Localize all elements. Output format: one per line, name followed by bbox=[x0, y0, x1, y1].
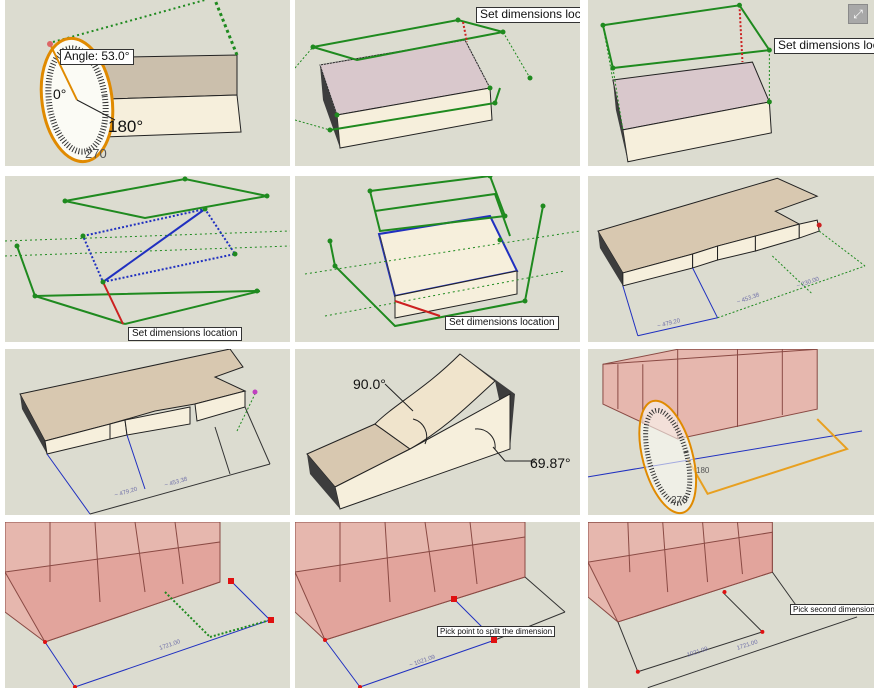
grid-rotate-scene bbox=[588, 349, 863, 515]
panel-rotate-angle: Angle: 53.0° 0° 180° 270 bbox=[5, 0, 290, 166]
notched-block-scene-2: ~ 479.20 ~ 453.38 bbox=[19, 349, 271, 515]
angle-label-180: 180 bbox=[696, 466, 710, 475]
angle-tooltip: Angle: 53.0° bbox=[60, 49, 134, 65]
angle-label-270: 270 bbox=[85, 146, 107, 161]
split-dimension-tooltip: Pick point to split the dimension bbox=[437, 626, 556, 638]
angle-label-69: 69.87° bbox=[530, 455, 571, 471]
rotate-scene bbox=[39, 0, 242, 164]
angle-label-90: 90.0° bbox=[353, 376, 386, 392]
pick-second-dimension-tooltip: Pick second dimension bbox=[790, 604, 874, 616]
dim-label-c: ~ 230.00 bbox=[796, 276, 821, 290]
set-dimensions-tooltip: Set dimensions location bbox=[445, 316, 559, 330]
dim-label-b: ~ 453.38 bbox=[736, 292, 761, 306]
panel-dimension-plane: Set dimensions location bbox=[5, 176, 290, 342]
panel-grid-dimension-1: 1721.00 bbox=[5, 522, 290, 688]
panel-dimension-cube: Set dimensions location bbox=[295, 176, 580, 342]
panel-notched-block-linear: ~ 479.20 ~ 453.38 ~ 230.00 bbox=[588, 176, 874, 342]
set-dimensions-tooltip: Set dimensions location bbox=[774, 38, 874, 54]
expand-icon[interactable]: ⤢ bbox=[848, 4, 868, 24]
set-dimensions-tooltip: Set dimensions location bbox=[128, 327, 242, 341]
grid-scene-1: 1721.00 bbox=[5, 522, 274, 688]
grid-scene-2: ~ 1021.09 bbox=[295, 522, 566, 688]
plane-scene bbox=[5, 176, 290, 325]
dim-label-b: 1721.00 bbox=[736, 639, 759, 652]
panel-dimension-box-top: Set dimensions location bbox=[295, 0, 580, 166]
panel-rotate-grid: 180 270 bbox=[588, 349, 874, 515]
panel-grid-dimension-3: 1021.09 1721.00 Pick second dimension bbox=[588, 522, 874, 688]
notched-block-scene-1: ~ 479.20 ~ 453.38 ~ 230.00 bbox=[597, 177, 866, 337]
box-scene-1 bbox=[295, 17, 533, 149]
grid-scene-3: 1021.09 1721.00 bbox=[588, 522, 858, 688]
panel-dimension-box-side: Set dimensions location ⤢ bbox=[588, 0, 874, 166]
wedge-scene bbox=[306, 353, 535, 510]
dim-label-a: ~ 479.20 bbox=[114, 486, 139, 498]
set-dimensions-tooltip: Set dimensions location bbox=[476, 7, 580, 23]
box-scene-2 bbox=[600, 2, 772, 163]
panel-notched-block-multi: ~ 479.20 ~ 453.38 bbox=[5, 349, 290, 515]
panel-grid-dimension-2: ~ 1021.09 Pick point to split the dimens… bbox=[295, 522, 580, 688]
angle-label-270: 270 bbox=[671, 495, 688, 506]
dim-label-a: ~ 479.20 bbox=[657, 318, 682, 330]
panel-angle-dimension: 90.0° 69.87° bbox=[295, 349, 580, 515]
cube-scene bbox=[304, 176, 580, 328]
angle-label-180: 180° bbox=[108, 117, 144, 136]
angle-label-0: 0° bbox=[53, 86, 67, 102]
dim-label-a: 1721.00 bbox=[159, 639, 182, 652]
dim-label-b: ~ 453.38 bbox=[164, 476, 189, 488]
dim-label-a: 1021.09 bbox=[686, 646, 709, 659]
